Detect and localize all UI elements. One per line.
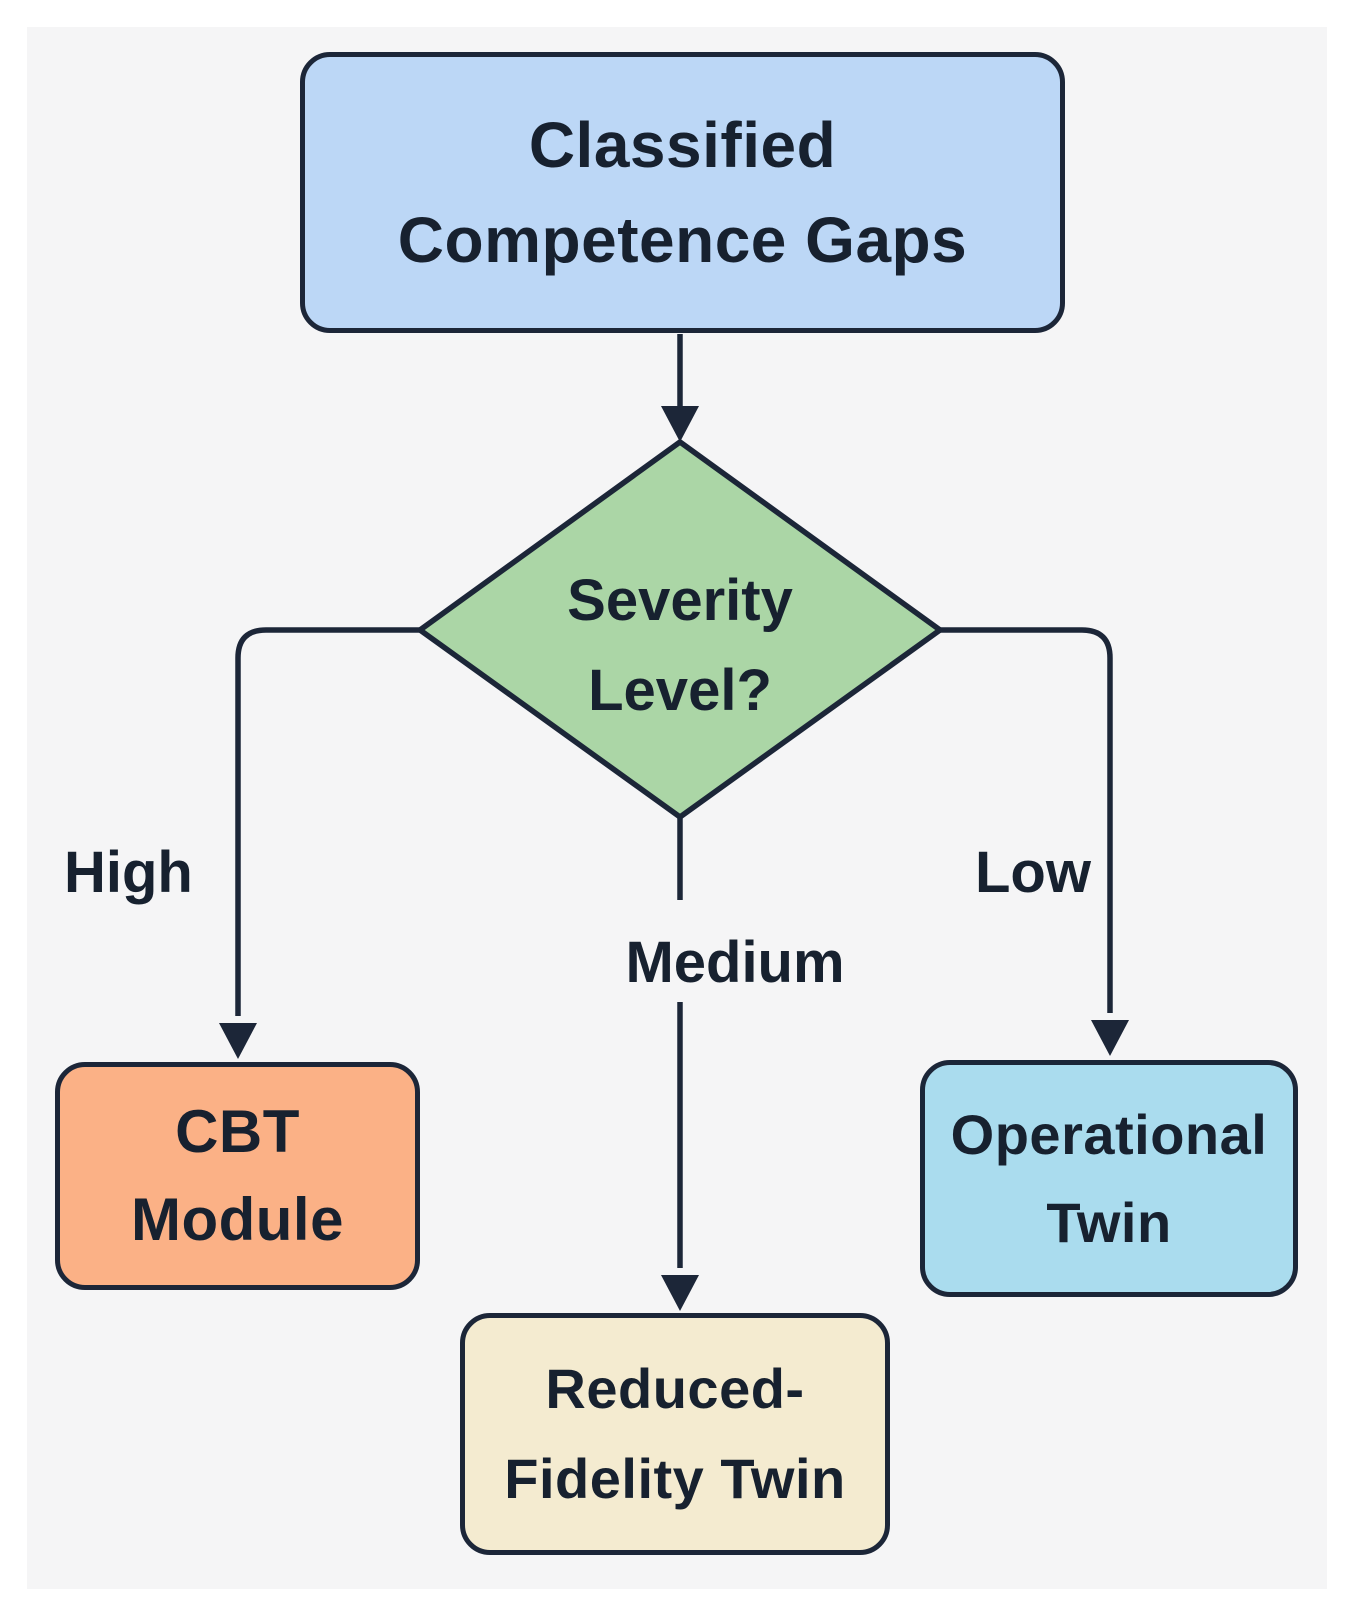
node-operational-twin: Operational Twin [920,1060,1298,1297]
arrowhead-icon [1091,1020,1129,1056]
node-label-line: Module [131,1186,344,1253]
arrowhead-icon [661,1275,699,1311]
node-label-line: Classified [528,108,837,181]
node-label-line: Operational [950,1102,1268,1166]
node-label-line: CBT [175,1098,300,1165]
node-cbt-module: CBT Module [55,1062,420,1290]
edge-decision-low [940,627,1113,1013]
node-label-line: Fidelity Twin [504,1447,846,1510]
node-classified-competence-gaps: Classified Competence Gaps [300,52,1065,333]
arrowhead-icon [661,406,699,442]
node-label-line: Competence Gaps [397,203,968,276]
arrowhead-icon [219,1023,257,1059]
node-reduced-fidelity-twin: Reduced- Fidelity Twin [460,1313,890,1555]
node-label-line: Twin [1046,1190,1172,1254]
edge-decision-high [235,627,420,1016]
node-label-line: Level? [588,658,772,723]
node-severity-level-label: Severity Level? [430,556,930,736]
node-label-line: Severity [567,568,793,633]
edge-label-low: Low [975,840,1091,905]
edge-label-high: High [64,840,193,905]
edge-label-medium: Medium [625,930,845,995]
node-label-line: Reduced- [545,1357,805,1420]
